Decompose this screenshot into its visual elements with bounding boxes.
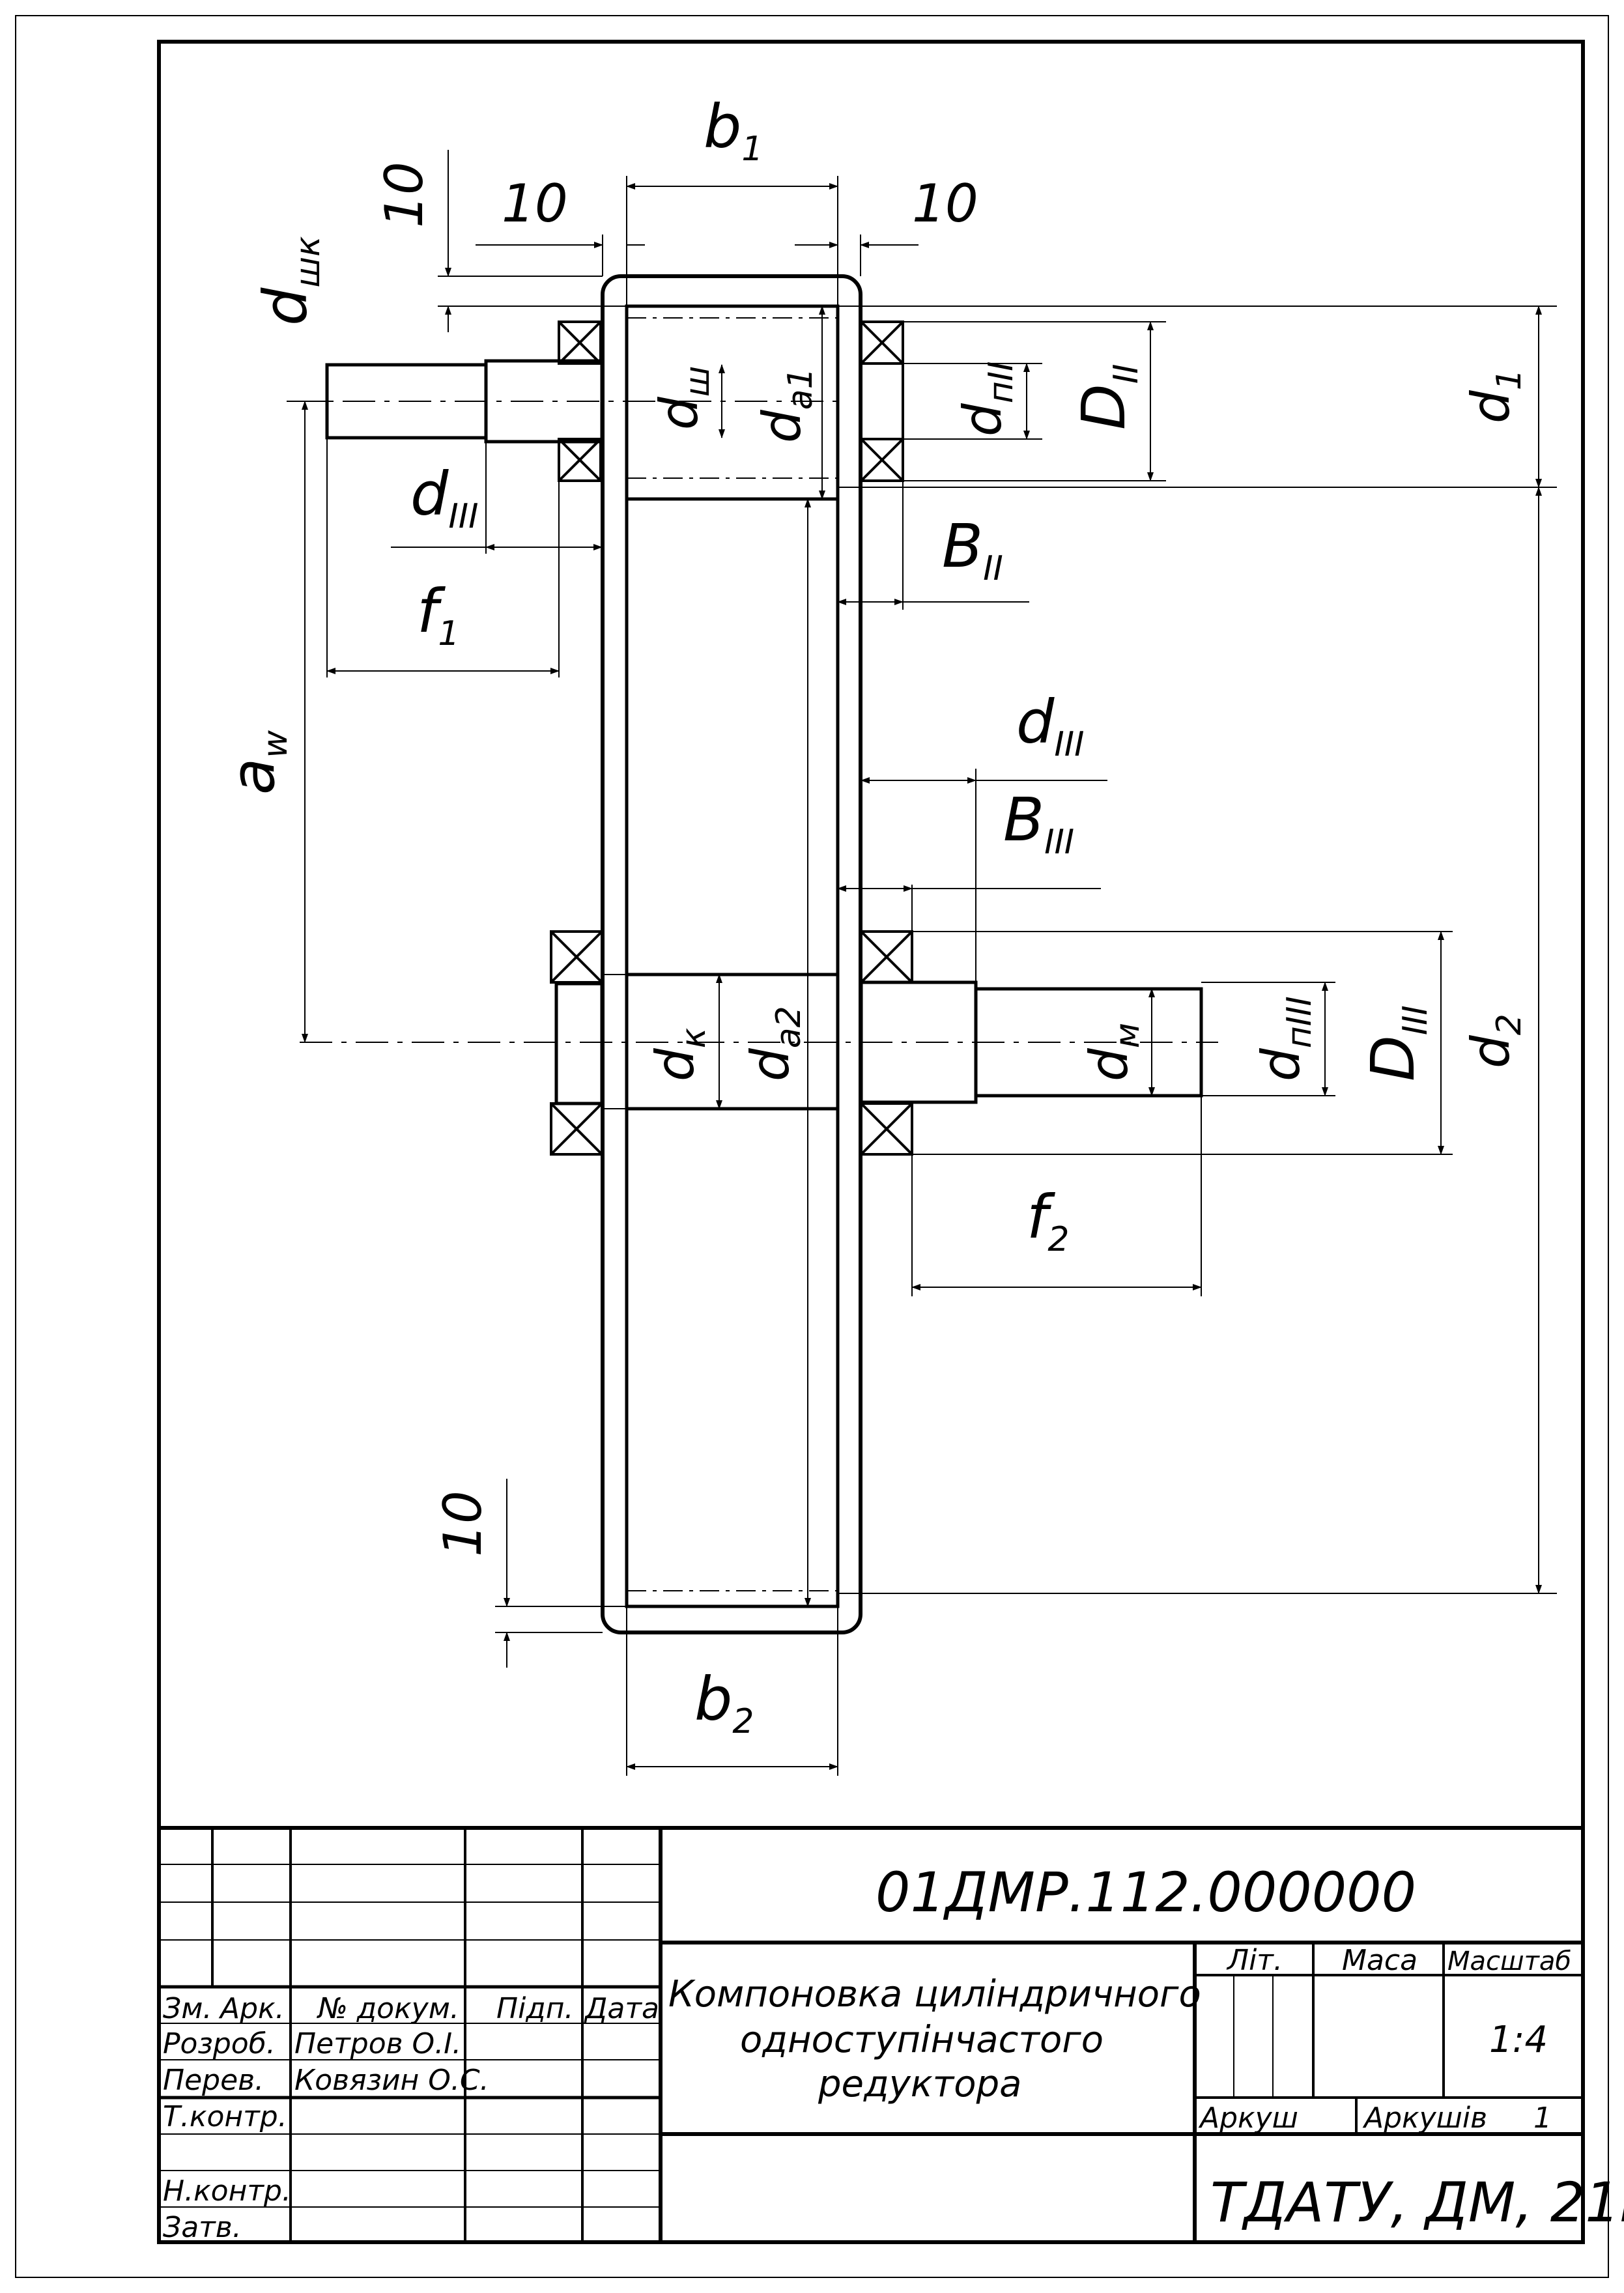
bearing-ii-left	[558, 320, 602, 482]
label-10-left: 10	[502, 173, 568, 234]
scale-label: Масштаб	[1447, 1946, 1571, 1976]
label-B-III: BIII	[1003, 785, 1074, 862]
label-d-III-right: dIII	[1016, 687, 1084, 764]
label-10-bottom-vertical: 10	[433, 1490, 493, 1557]
title-line-3: редуктора	[818, 2063, 1021, 2105]
label-d-m: dм	[1079, 1023, 1147, 1081]
sheet-frame	[15, 15, 1609, 2278]
label-d-nIII: dпIII	[1251, 996, 1319, 1081]
title-block-text: 01ДМР.112.000000 Компоновка циліндричног…	[163, 1860, 1624, 2244]
sheets-value: 1	[1533, 2101, 1552, 2135]
sheets-label: Аркушів	[1362, 2101, 1487, 2135]
header-ark: Арк.	[218, 1992, 285, 2025]
lit-label: Літ.	[1226, 1944, 1283, 1977]
title-block	[159, 1826, 1583, 2242]
label-d-III-left: dIII	[410, 459, 478, 536]
header-doc-no: № докум.	[316, 1992, 459, 2025]
label-10-right: 10	[912, 173, 978, 234]
label-d1: d1	[1460, 369, 1529, 423]
title-line-1: Компоновка циліндричного	[668, 1973, 1201, 2015]
label-d-a1: da1	[752, 367, 820, 443]
bearing-ii-right	[860, 320, 904, 482]
role-tech-control: Т.контр.	[163, 2100, 287, 2133]
label-d-k: dк	[645, 1027, 713, 1081]
label-b2: b2	[694, 1664, 754, 1741]
label-d-a2: da2	[740, 1006, 808, 1081]
name-developer: Петров О.І.	[294, 2027, 461, 2060]
header-date: Дата	[584, 1992, 659, 2025]
label-D-II: DII	[1069, 363, 1146, 430]
dimension-labels: b1 10 10 10 dшк dш da1 dпII DII d1 dIII …	[218, 92, 1529, 1741]
dimension-lines	[300, 150, 1557, 1776]
label-b1: b1	[704, 92, 763, 169]
sheet-label: Аркуш	[1198, 2101, 1298, 2135]
label-f1: f1	[417, 577, 459, 653]
label-d2: d2	[1460, 1014, 1529, 1068]
label-d-nII: dпII	[952, 362, 1021, 436]
header-zm: Зм.	[163, 1992, 212, 2025]
label-d-sh: dш	[649, 366, 717, 430]
header-sign: Підп.	[496, 1992, 574, 2025]
label-10-top-vertical: 10	[374, 162, 434, 228]
label-D-III: DIII	[1358, 1005, 1435, 1081]
scale-value: 1:4	[1489, 2019, 1548, 2061]
role-developer: Розроб.	[163, 2027, 276, 2060]
label-f2: f2	[1027, 1182, 1069, 1259]
output-shaft	[300, 980, 1218, 1105]
label-d-shk: dшк	[251, 236, 328, 326]
designation: 01ДМР.112.000000	[876, 1860, 1416, 1924]
mass-label: Маса	[1342, 1944, 1417, 1977]
label-B-II: BII	[942, 511, 1003, 588]
title-line-2: одноступінчастого	[740, 2019, 1104, 2061]
role-norm-control: Н.контр.	[163, 2174, 291, 2208]
role-approved: Затв.	[163, 2211, 242, 2244]
bearing-iii-left	[550, 930, 603, 1156]
role-checker: Перев.	[163, 2064, 264, 2097]
label-a-w: aw	[218, 730, 295, 795]
name-checker: Ковязин О.С.	[294, 2064, 489, 2097]
bearing-iii-right	[860, 930, 913, 1156]
organization: ТДАТУ, ДМ, 21Е	[1210, 2171, 1624, 2234]
